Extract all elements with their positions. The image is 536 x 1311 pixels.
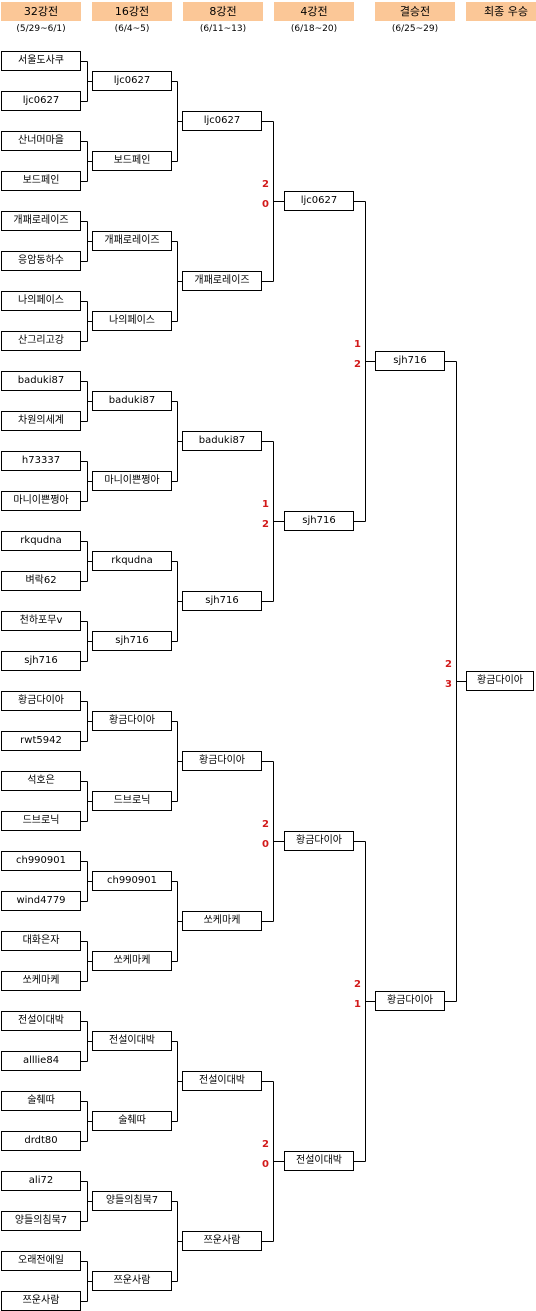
round-header: 최종 우승 [466,2,536,21]
player-box-r32: 서울도사쿠 [1,51,81,71]
round-header: 결승전 [375,2,455,21]
match-score: 2 [354,979,361,990]
round-header: 8강전 [183,2,263,21]
match-score: 3 [445,679,452,690]
player-box-r8: 쏘케마케 [182,911,262,931]
player-box-r16: 나의페이스 [92,311,172,331]
player-box-r32: 보드페인 [1,171,81,191]
round-dates: (6/11~13) [199,24,247,34]
round-dates: (6/18~20) [290,24,338,34]
player-box-r32: h73337 [1,451,81,471]
player-box-final: sjh716 [375,351,445,371]
player-box-r16: 술췌따 [92,1111,172,1131]
player-box-r16: 쯔운사람 [92,1271,172,1291]
player-box-r8: 전설이대박 [182,1071,262,1091]
player-box-final: 황금다이아 [375,991,445,1011]
player-box-r32: 대화은자 [1,931,81,951]
match-score: 1 [262,499,269,510]
player-box-r32: 양들의침묵7 [1,1211,81,1231]
round-header: 16강전 [92,2,172,21]
player-box-r32: 산그리고강 [1,331,81,351]
match-score: 2 [262,819,269,830]
player-box-r4: 황금다이아 [284,831,354,851]
player-box-r32: 쯔운사람 [1,1291,81,1311]
round-dates: (6/4~5) [114,24,150,34]
player-box-r32: 쏘케마케 [1,971,81,991]
player-box-r16: ch990901 [92,871,172,891]
player-box-r8: 쯔운사람 [182,1231,262,1251]
player-box-r16: ljc0627 [92,71,172,91]
player-box-r16: 양들의침묵7 [92,1191,172,1211]
player-box-r8: baduki87 [182,431,262,451]
match-score: 2 [262,519,269,530]
player-box-r32: wind4779 [1,891,81,911]
player-box-r32: baduki87 [1,371,81,391]
player-box-r32: 산너머마을 [1,131,81,151]
player-box-r32: 차원의세계 [1,411,81,431]
match-score: 2 [262,179,269,190]
match-score: 2 [262,1139,269,1150]
round-header: 32강전 [1,2,81,21]
player-box-r32: sjh716 [1,651,81,671]
player-box-r32: ch990901 [1,851,81,871]
player-box-r8: ljc0627 [182,111,262,131]
player-box-r32: 술췌따 [1,1091,81,1111]
player-box-r16: 개패로레이즈 [92,231,172,251]
round-header: 4강전 [274,2,354,21]
match-score: 0 [262,1159,269,1170]
player-box-r32: 벼락62 [1,571,81,591]
player-box-r32: 드브로닉 [1,811,81,831]
player-box-r32: ali72 [1,1171,81,1191]
player-box-r16: sjh716 [92,631,172,651]
match-score: 2 [354,359,361,370]
player-box-r16: 드브로닉 [92,791,172,811]
match-score: 1 [354,999,361,1010]
match-score: 0 [262,839,269,850]
player-box-r16: 보드페인 [92,151,172,171]
player-box-r8: 황금다이아 [182,751,262,771]
player-box-r16: baduki87 [92,391,172,411]
round-dates: (5/29~6/1) [16,24,66,34]
player-box-r32: 나의페이스 [1,291,81,311]
player-box-r32: 응암동하수 [1,251,81,271]
match-score: 2 [445,659,452,670]
player-box-r8: sjh716 [182,591,262,611]
player-box-r16: 쏘케마케 [92,951,172,971]
player-box-r32: rkqudna [1,531,81,551]
player-box-r16: 전설이대박 [92,1031,172,1051]
player-box-r32: ljc0627 [1,91,81,111]
match-score: 1 [354,339,361,350]
player-box-r4: sjh716 [284,511,354,531]
player-box-r16: 황금다이아 [92,711,172,731]
player-box-r32: 오래전에일 [1,1251,81,1271]
champion-box: 황금다이아 [466,671,534,691]
player-box-r32: 마니이쁜쩡아 [1,491,81,511]
player-box-r32: drdt80 [1,1131,81,1151]
player-box-r32: 전설이대박 [1,1011,81,1031]
player-box-r16: 마니이쁜쩡아 [92,471,172,491]
player-box-r32: 황금다이아 [1,691,81,711]
player-box-r32: 천하포무v [1,611,81,631]
player-box-r32: 개패로레이즈 [1,211,81,231]
player-box-r32: rwt5942 [1,731,81,751]
player-box-r4: ljc0627 [284,191,354,211]
player-box-r4: 전설이대박 [284,1151,354,1171]
player-box-r16: rkqudna [92,551,172,571]
player-box-r32: 석호은 [1,771,81,791]
player-box-r32: alllie84 [1,1051,81,1071]
round-dates: (6/25~29) [391,24,439,34]
player-box-r8: 개패로레이즈 [182,271,262,291]
match-score: 0 [262,199,269,210]
